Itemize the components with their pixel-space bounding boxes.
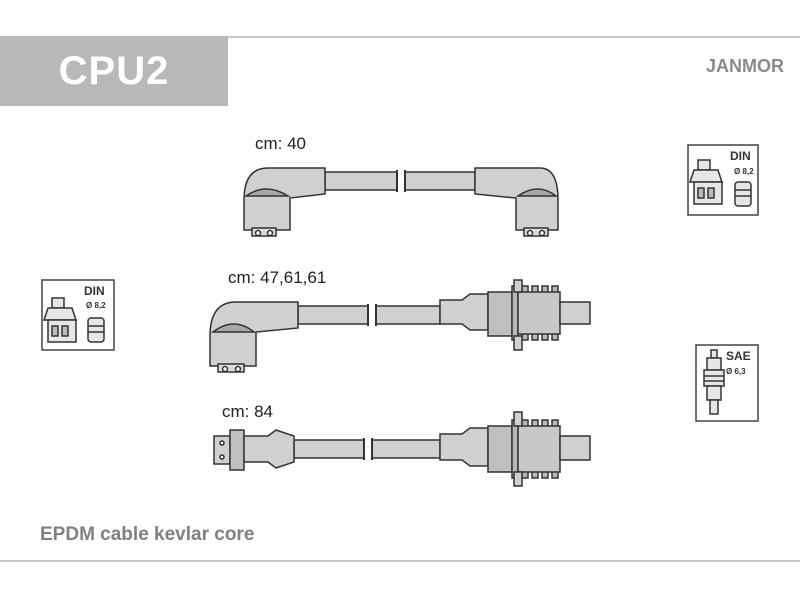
cable-1-wire-left bbox=[324, 171, 398, 191]
brand-name: JANMOR bbox=[705, 56, 784, 76]
product-code: CPU2 bbox=[58, 49, 170, 93]
cable-description: EPDM cable kevlar core bbox=[40, 524, 255, 545]
din-left-size: Ø 8,2 bbox=[86, 301, 106, 310]
cable-3-length-label: cm: 84 bbox=[222, 402, 274, 421]
cable-1-length-label: cm: 40 bbox=[255, 134, 307, 153]
cable-2-left-boot bbox=[209, 301, 299, 367]
sae-right-size: Ø 6,3 bbox=[726, 367, 746, 376]
din-badge-left bbox=[41, 279, 115, 351]
footer-rule bbox=[0, 560, 800, 562]
din-left-type: DIN bbox=[84, 284, 105, 298]
cable-2-length-label: cm: 47,61,61 bbox=[228, 268, 327, 287]
cable-3-plug-boot bbox=[439, 427, 489, 467]
cable-1-lead bbox=[243, 167, 559, 237]
din-right-size: Ø 8,2 bbox=[734, 167, 754, 176]
din-badge-right bbox=[687, 144, 759, 216]
cable-2-wire-left bbox=[297, 305, 369, 325]
cable-3-wire-left bbox=[293, 439, 365, 459]
cable-2-wire-right bbox=[375, 305, 441, 325]
cable-1-right-boot bbox=[474, 167, 559, 231]
cable-3-wire-right bbox=[371, 439, 441, 459]
cable-2-plug-terminal bbox=[559, 301, 591, 325]
cable-3-left-boot bbox=[243, 429, 295, 469]
cable-1-wire-right bbox=[404, 171, 476, 191]
cable-3-plug-terminal bbox=[559, 435, 591, 461]
cable-2-lead bbox=[209, 279, 591, 373]
header-rule bbox=[228, 36, 800, 38]
din-right-type: DIN bbox=[730, 149, 751, 163]
cable-2-plug-boot bbox=[439, 293, 489, 331]
sae-badge-right bbox=[695, 344, 759, 422]
product-code-box bbox=[0, 36, 228, 106]
cable-1-left-boot bbox=[243, 167, 326, 231]
sae-right-type: SAE bbox=[726, 349, 751, 363]
cable-3-lead bbox=[213, 411, 591, 487]
cable-3-left-terminal bbox=[213, 435, 231, 465]
